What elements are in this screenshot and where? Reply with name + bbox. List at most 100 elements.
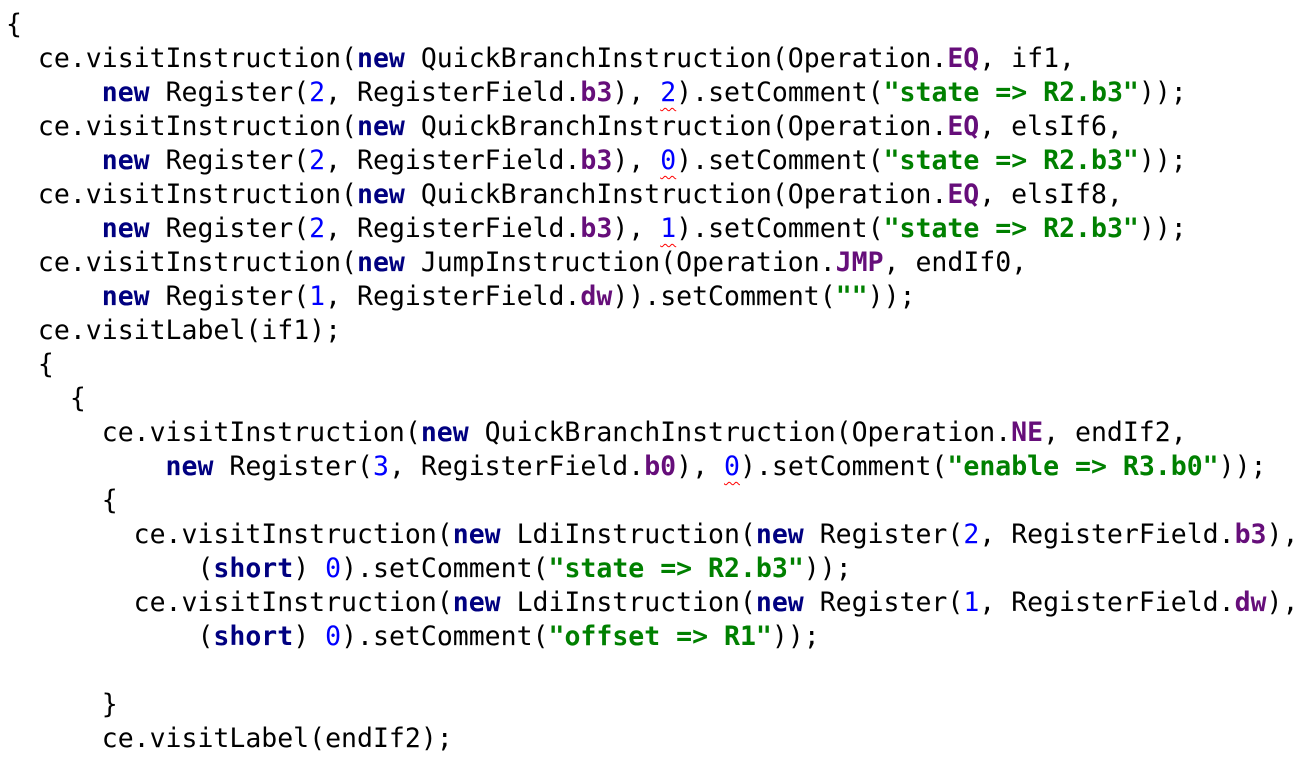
code-text: Register( <box>149 213 310 244</box>
code-text: Register( <box>803 519 964 550</box>
code-line[interactable]: ce.visitInstruction(new JumpInstruction(… <box>6 246 1298 280</box>
number-token: 2 <box>309 145 326 176</box>
code-line[interactable]: new Register(2, RegisterField.b3), 1).se… <box>6 212 1298 246</box>
string-token: "enable => R3.b0" <box>947 451 1219 482</box>
code-text: Register( <box>149 145 310 176</box>
code-text: ), <box>1266 519 1299 550</box>
code-text: ce.visitInstruction( <box>133 519 453 550</box>
code-text: Register( <box>149 281 310 312</box>
keyword-token: new <box>452 519 501 550</box>
keyword-token: new <box>165 451 214 482</box>
code-line[interactable]: ce.visitInstruction(new LdiInstruction(n… <box>6 518 1299 552</box>
code-line[interactable]: ce.visitInstruction(new QuickBranchInstr… <box>6 178 1298 212</box>
number-token: 1 <box>963 587 980 618</box>
code-text: LdiInstruction( <box>500 519 756 550</box>
keyword-token: new <box>755 519 804 550</box>
code-line[interactable] <box>6 654 1298 688</box>
keyword-token: new <box>101 213 150 244</box>
code-text: ( <box>197 553 214 584</box>
code-text: ( <box>197 621 214 652</box>
number-token: 1 <box>660 213 677 244</box>
code-text: ), <box>612 145 661 176</box>
number-token: 1 <box>309 281 326 312</box>
field-token: b3 <box>580 145 613 176</box>
keyword-token: new <box>755 587 804 618</box>
code-text: ce.visitInstruction( <box>101 417 421 448</box>
code-line[interactable]: ce.visitInstruction(new QuickBranchInstr… <box>6 110 1298 144</box>
keyword-token: new <box>357 247 405 278</box>
code-text: LdiInstruction( <box>500 587 756 618</box>
keyword-token: new <box>420 417 469 448</box>
code-text: ).setComment( <box>676 213 884 244</box>
code-line[interactable]: (short) 0).setComment("state => R2.b3"))… <box>6 552 1298 586</box>
string-token: "state => R2.b3" <box>883 77 1139 108</box>
code-line[interactable]: new Register(2, RegisterField.b3), 2).se… <box>6 76 1298 110</box>
field-token: dw <box>1234 587 1267 618</box>
code-text: )); <box>1218 451 1267 482</box>
code-line[interactable]: new Register(3, RegisterField.b0), 0).se… <box>6 450 1298 484</box>
code-text: , RegisterField. <box>325 213 581 244</box>
code-text: ce.visitInstruction( <box>37 179 358 210</box>
code-text: ), <box>676 451 725 482</box>
number-token: 3 <box>372 451 389 482</box>
code-text: } <box>101 689 118 720</box>
field-token: EQ <box>947 111 980 142</box>
keyword-token: new <box>452 587 501 618</box>
number-token: 2 <box>660 77 677 108</box>
code-text: )).setComment( <box>612 281 836 312</box>
code-text: ), <box>1266 587 1299 618</box>
code-text: , endIf2, <box>1043 417 1187 448</box>
code-editor[interactable]: { ce.visitInstruction(new QuickBranchIns… <box>6 8 1298 756</box>
code-text: )); <box>867 281 916 312</box>
number-token: 2 <box>963 519 980 550</box>
field-token: EQ <box>947 179 980 210</box>
code-text: , RegisterField. <box>388 451 645 482</box>
string-token: "state => R2.b3" <box>548 553 804 584</box>
code-text: , elsIf8, <box>979 179 1123 210</box>
code-text: ).setComment( <box>739 451 948 482</box>
code-text: { <box>101 485 118 516</box>
code-line[interactable]: new Register(1, RegisterField.dw)).setCo… <box>6 280 1298 314</box>
keyword-token: short <box>213 621 294 652</box>
code-text: ), <box>612 77 661 108</box>
keyword-token: new <box>101 77 150 108</box>
field-token: JMP <box>835 247 884 278</box>
field-token: b0 <box>644 451 677 482</box>
code-line[interactable]: { <box>6 8 1298 42</box>
code-text: ce.visitInstruction( <box>133 587 453 618</box>
code-line[interactable]: } <box>6 688 1298 722</box>
code-text: )); <box>1138 145 1187 176</box>
code-line[interactable]: ce.visitInstruction(new QuickBranchInstr… <box>6 42 1298 76</box>
field-token: NE <box>1011 417 1044 448</box>
field-token: b3 <box>580 213 613 244</box>
code-text: { <box>69 383 86 414</box>
keyword-token: new <box>101 281 150 312</box>
code-text: , RegisterField. <box>979 519 1235 550</box>
keyword-token: new <box>357 179 405 210</box>
code-text: ).setComment( <box>341 553 549 584</box>
code-line[interactable]: { <box>6 484 1298 518</box>
code-text: ), <box>612 213 661 244</box>
code-text: ce.visitLabel(endIf2); <box>101 723 453 754</box>
code-text: , elsIf6, <box>979 111 1123 142</box>
code-text: )); <box>1138 213 1187 244</box>
code-line[interactable]: new Register(2, RegisterField.b3), 0).se… <box>6 144 1298 178</box>
code-text: ce.visitLabel(if1); <box>37 315 342 346</box>
code-line[interactable]: ce.visitLabel(if1); <box>6 314 1298 348</box>
code-line[interactable]: { <box>6 382 1298 416</box>
code-text: , endIf0, <box>883 247 1028 278</box>
number-token: 2 <box>309 213 326 244</box>
code-line[interactable]: { <box>6 348 1298 382</box>
code-text: QuickBranchInstruction(Operation. <box>404 179 948 210</box>
string-token: "state => R2.b3" <box>883 213 1139 244</box>
code-line[interactable]: ce.visitLabel(endIf2); <box>6 722 1298 756</box>
code-line[interactable]: (short) 0).setComment("offset => R1")); <box>6 620 1298 654</box>
code-text: , RegisterField. <box>325 145 581 176</box>
code-text: ) <box>293 553 326 584</box>
field-token: b3 <box>580 77 613 108</box>
string-token: "" <box>835 281 868 312</box>
field-token: b3 <box>1234 519 1267 550</box>
code-line[interactable]: ce.visitInstruction(new QuickBranchInstr… <box>6 416 1298 450</box>
code-text: ).setComment( <box>341 621 549 652</box>
code-line[interactable]: ce.visitInstruction(new LdiInstruction(n… <box>6 586 1299 620</box>
